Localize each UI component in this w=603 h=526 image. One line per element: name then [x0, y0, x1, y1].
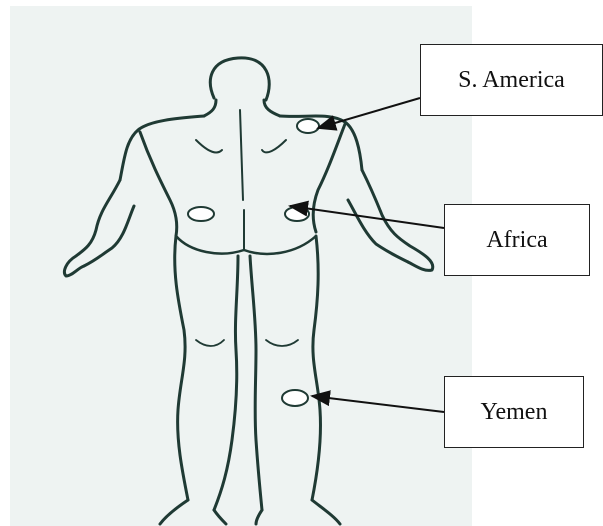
- label-yemen: Yemen: [444, 376, 584, 448]
- lesion-calf: [282, 390, 308, 406]
- label-africa: Africa: [444, 204, 590, 276]
- label-south-america-text: S. America: [458, 67, 565, 94]
- label-africa-text: Africa: [486, 227, 547, 254]
- scan-background: [10, 6, 472, 526]
- lesion-upper-back: [297, 119, 319, 133]
- lesion-left-hip: [188, 207, 214, 221]
- label-yemen-text: Yemen: [481, 399, 548, 426]
- label-south-america: S. America: [420, 44, 603, 116]
